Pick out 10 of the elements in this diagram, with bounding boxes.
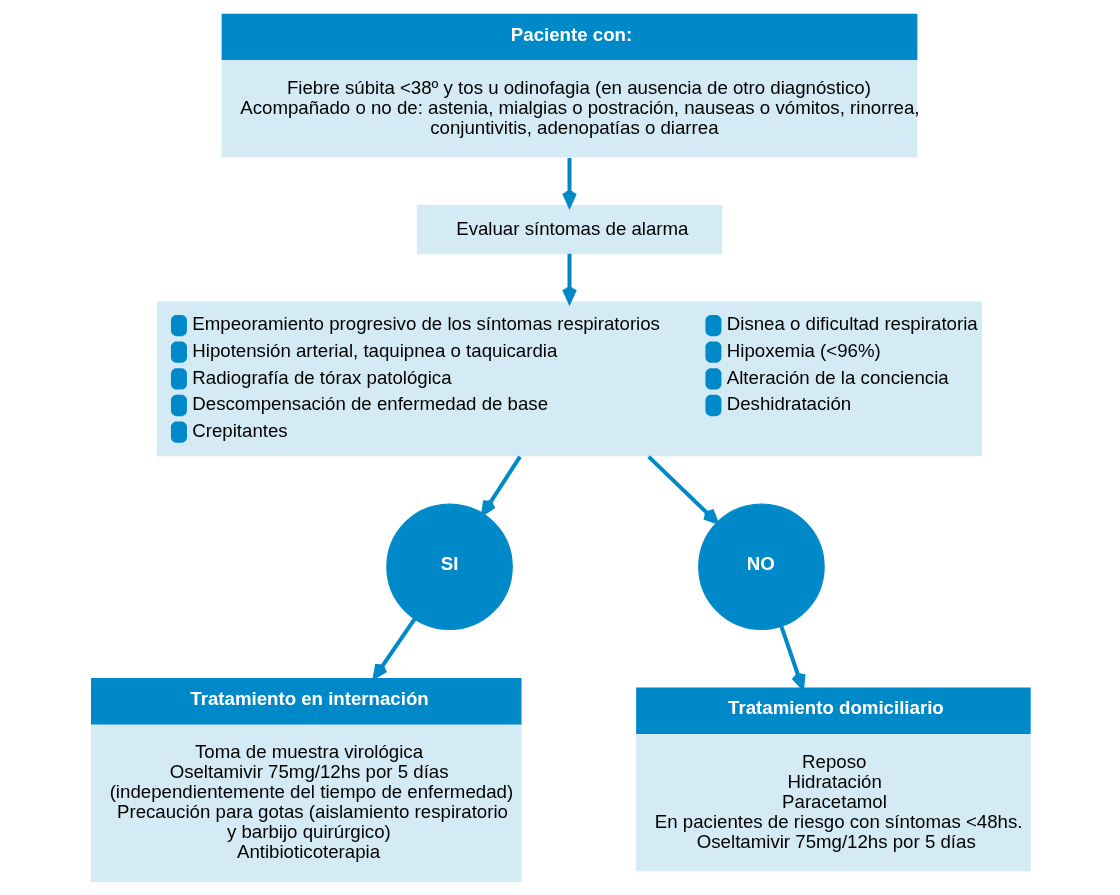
arrow <box>561 253 577 304</box>
node-box: Empeoramiento progresivo de los síntomas respiratorios Disnea o dificultad respiratoria Hipotensión arterial, taquipnea o taquicardia Hipoxemia (<96%) Radiografía de tórax patológica Alteración de la conciencia Descompensación de enfermedad de base Deshidratación Crepitantes <box>156 301 982 457</box>
node-circle: SI <box>385 503 513 631</box>
arrow <box>779 625 805 690</box>
arrow <box>646 455 718 525</box>
node-circle: NO <box>697 503 825 631</box>
node-box: Evaluar síntomas de alarma <box>416 204 722 255</box>
arrow <box>561 158 577 208</box>
arrow <box>372 617 416 680</box>
arrow <box>480 455 522 516</box>
